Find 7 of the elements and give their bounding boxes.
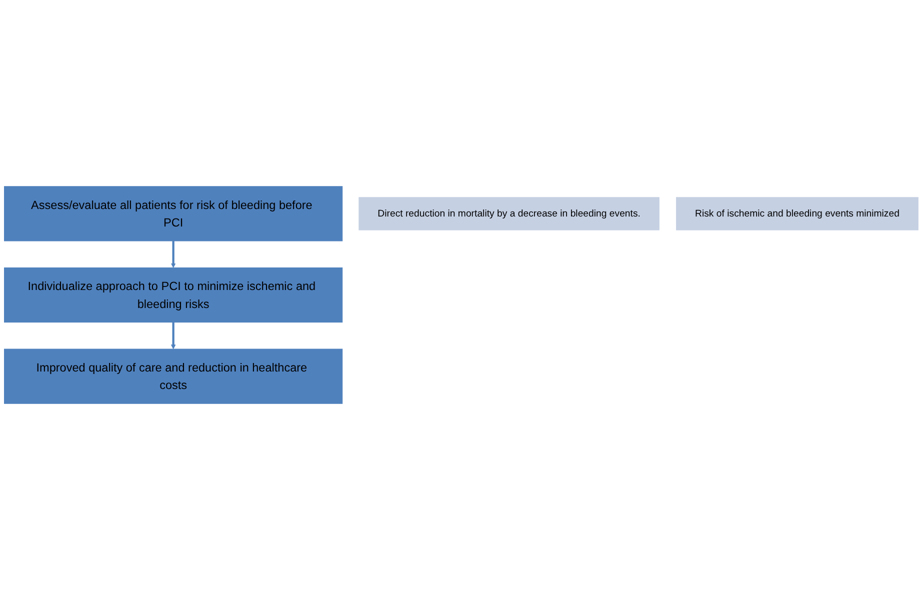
node-box: Direct reduction in mortality by a decrease in bleeding events. [358, 196, 660, 231]
node-box: Assess/evaluate all patients for risk of bleeding before PCI [4, 186, 343, 242]
node-box: Individualize approach to PCI to minimize ischemic and bleeding risks [4, 267, 343, 323]
arrow [170, 240, 176, 268]
arrow [170, 322, 176, 350]
node-box: Improved quality of care and reduction in healthcare costs [4, 348, 343, 404]
node-box: Risk of ischemic and bleeding events minimized [676, 196, 919, 231]
